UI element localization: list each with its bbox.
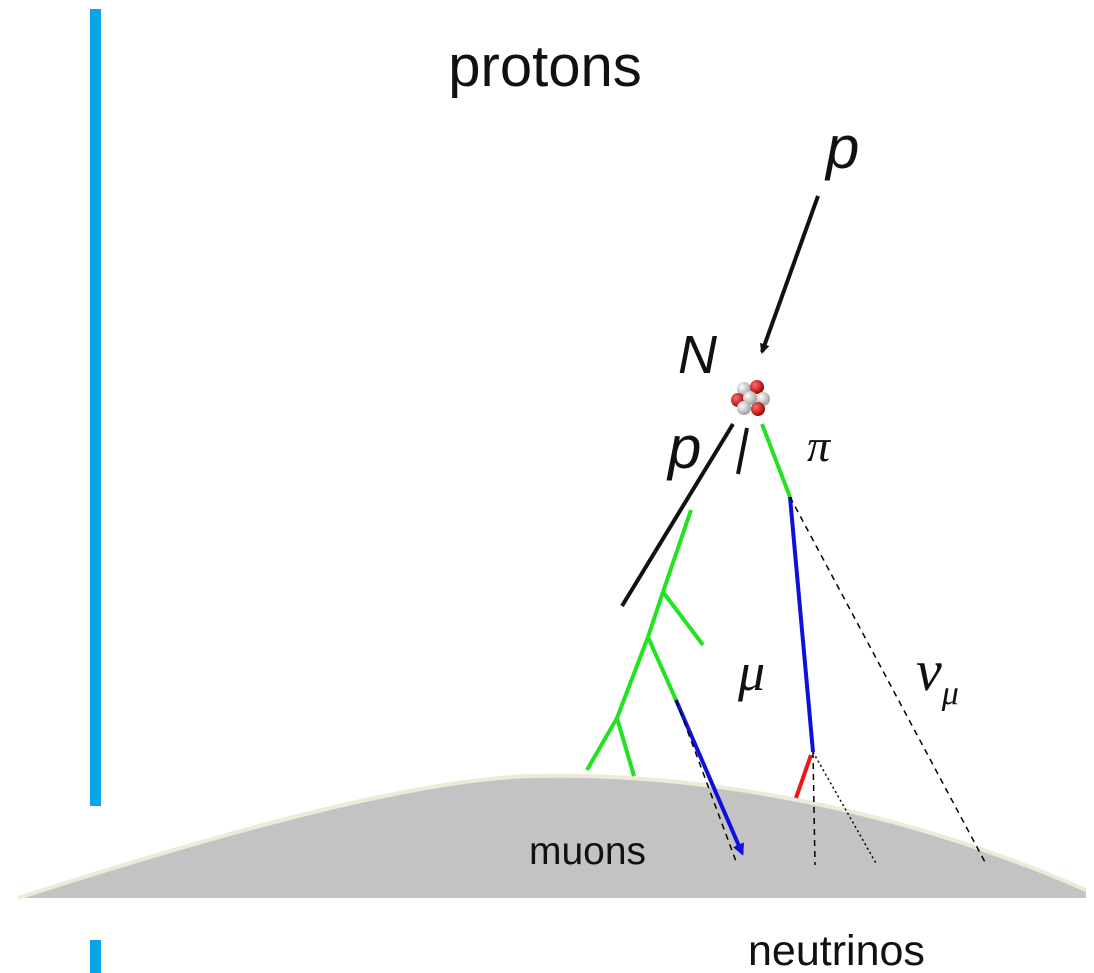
muon-neutrino-symbol: ν <box>916 638 942 703</box>
cascade-leaf-2 <box>615 717 636 777</box>
left-accent-bar <box>90 9 101 806</box>
proton-track <box>620 422 735 608</box>
cascade-leaf-1 <box>585 717 619 771</box>
hadron-tracks <box>620 422 749 608</box>
short-hadron-track <box>736 427 749 475</box>
ground-muon-arrow <box>674 699 744 856</box>
cascade-trunk-2 <box>646 591 665 638</box>
earth-rim <box>17 773 1087 900</box>
electron-track <box>794 754 813 799</box>
neutrinos-label: neutrinos <box>748 927 925 973</box>
incoming-proton-arrow <box>759 195 820 354</box>
muon-decay-dotted-track <box>812 751 878 866</box>
muon-decay-neutrino-track <box>812 751 816 866</box>
ground-muon-neutrino-track <box>675 699 738 865</box>
pion-tracks <box>585 423 792 777</box>
cascade-branch-b <box>646 636 678 701</box>
muon-neutrino-subscript: μ <box>941 675 959 712</box>
muon-neutrino-label: νμ <box>916 638 959 712</box>
neutrino-tracks <box>675 496 987 866</box>
muons-label: muons <box>529 830 646 873</box>
main-pion-track <box>760 423 792 498</box>
cascade-trunk-3 <box>615 636 650 719</box>
nucleus-icon <box>731 380 770 416</box>
incoming-proton-label: p <box>824 114 859 181</box>
pion-label: π <box>807 420 832 471</box>
pion-neutrino-track <box>789 496 987 865</box>
muon-track <box>788 496 815 753</box>
cascade-branch-a <box>661 590 705 647</box>
outgoing-proton-label: p <box>666 414 701 481</box>
left-accent-bar-lower <box>90 940 101 973</box>
nucleus-label: N <box>678 325 718 385</box>
cascade-trunk-1 <box>661 509 693 593</box>
muon-label: μ <box>737 642 765 702</box>
diagram-title: protons <box>448 34 641 99</box>
